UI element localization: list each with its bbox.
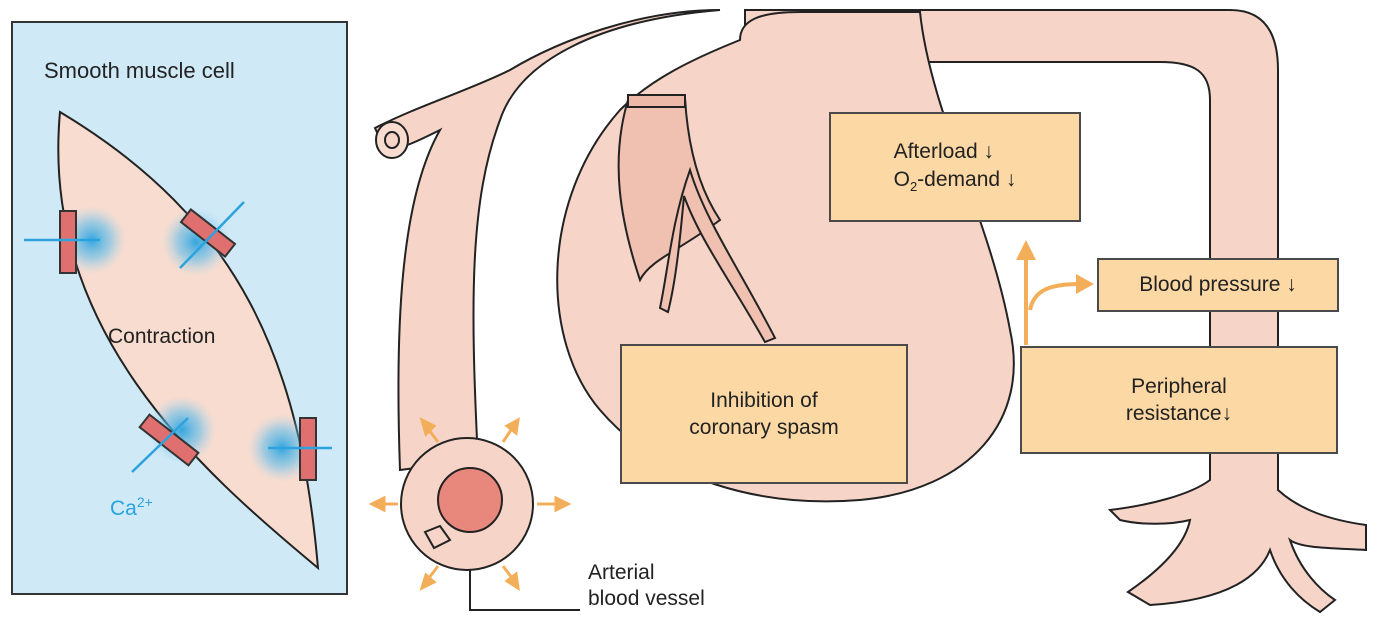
afterload-box: Afterload ↓ O2-demand ↓ [829, 112, 1081, 222]
pulmonary-trunk-top [628, 95, 685, 107]
down-arrow-icon: ↓ [1222, 402, 1233, 425]
peripheral-resistance-box: Peripheral resistance↓ [1020, 346, 1338, 454]
panel-title: Smooth muscle cell [44, 58, 235, 84]
calcium-channel [60, 211, 76, 273]
down-arrow-icon: ↓ [1006, 168, 1017, 191]
coronary-spasm-box: Inhibition of coronary spasm [620, 344, 908, 484]
vessel-inner-lumen [438, 468, 502, 532]
vessel-label-leader [470, 570, 580, 610]
smooth-muscle-panel [12, 22, 347, 594]
coronary-line1: Inhibition of [689, 387, 838, 414]
contraction-label: Contraction [108, 324, 215, 349]
o2-prefix: O [894, 168, 910, 191]
down-arrow-icon: ↓ [1286, 273, 1297, 296]
vessel-lumen [385, 132, 399, 148]
afterload-text: Afterload ↓ O2-demand ↓ [894, 138, 1017, 195]
coronary-line2: coronary spasm [689, 414, 838, 441]
blood-pressure-box: Blood pressure ↓ [1097, 258, 1339, 312]
o2-demand-label: -demand [917, 168, 1000, 191]
arrow-curve-pressure [1030, 284, 1080, 310]
afterload-label: Afterload [894, 140, 978, 163]
arrowhead-afterload [1016, 240, 1036, 260]
calcium-ion-charge: 2+ [137, 494, 153, 510]
peripheral-line2: resistance [1126, 402, 1222, 425]
arterial-line2: blood vessel [588, 586, 705, 612]
calcium-ion-label: Ca2+ [110, 494, 153, 521]
arterial-line1: Arterial [588, 560, 705, 586]
down-arrow-icon: ↓ [984, 140, 995, 163]
arterial-vessel-label: Arterial blood vessel [588, 560, 705, 613]
peripheral-line1: Peripheral [1126, 373, 1232, 400]
calcium-ion-base: Ca [110, 497, 137, 520]
blood-pressure-label: Blood pressure [1139, 273, 1280, 296]
effect-arrows [1016, 240, 1094, 345]
arrowhead-pressure [1076, 274, 1094, 294]
